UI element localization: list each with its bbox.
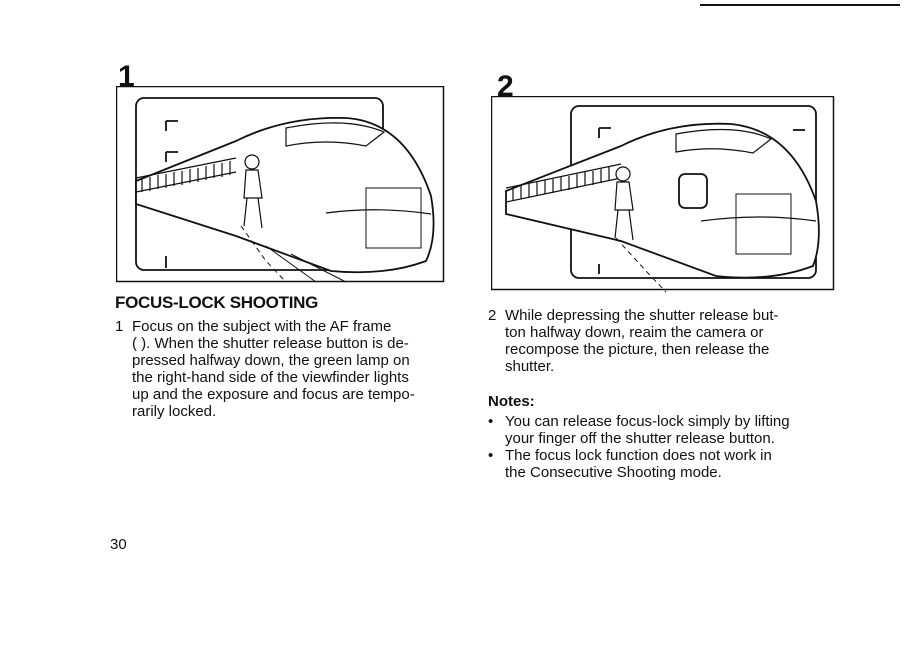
step-1-line: the right-hand side of the viewfinder li… <box>132 369 409 386</box>
step-2: 2 While depressing the shutter release b… <box>488 307 838 375</box>
figure-1-number: 1 <box>118 60 135 93</box>
step-2-and-notes: 2 While depressing the shutter release b… <box>488 307 838 481</box>
step-1-line: pressed halfway down, the green lamp on <box>132 352 410 369</box>
note-item: • You can release focus-lock simply by l… <box>488 413 838 447</box>
step-1-line: ( ). When the shutter release button is … <box>132 335 409 352</box>
note-line: the Consecutive Shooting mode. <box>505 464 722 481</box>
note-line: The focus lock function does not work in <box>505 447 772 464</box>
section-title: FOCUS-LOCK SHOOTING <box>115 293 319 312</box>
step-2-line: While depressing the shutter release but… <box>505 307 779 324</box>
figure-2-viewfinder-illustration <box>491 96 835 293</box>
step-1-line: up and the exposure and focus are tempo- <box>132 386 415 403</box>
step-1: 1 Focus on the subject with the AF frame… <box>115 318 465 420</box>
step-1-line: rarily locked. <box>132 403 217 420</box>
step-2-line: recompose the picture, then release the <box>505 341 770 358</box>
note-bullet: • <box>488 413 494 430</box>
notes-title: Notes: <box>488 393 535 410</box>
page-number: 30 <box>110 536 127 553</box>
step-1-text: Focus on the subject with the AF frame (… <box>132 318 415 420</box>
step-2-line: ton halfway down, reaim the camera or <box>505 324 764 341</box>
note-bullet: • <box>488 447 494 464</box>
top-rule <box>700 4 900 6</box>
step-2-line: shutter. <box>505 358 555 375</box>
figure-2-number: 2 <box>497 70 514 103</box>
step-2-text: While depressing the shutter release but… <box>505 307 778 375</box>
step-1-line: Focus on the subject with the AF frame <box>132 318 392 335</box>
note-line: your finger off the shutter release butt… <box>505 430 775 447</box>
step-1-number: 1 <box>115 318 124 335</box>
note-line: You can release focus-lock simply by lif… <box>505 413 790 430</box>
figure-1-viewfinder-illustration <box>116 86 445 283</box>
step-2-number: 2 <box>488 307 497 324</box>
note-item: • The focus lock function does not work … <box>488 447 838 481</box>
